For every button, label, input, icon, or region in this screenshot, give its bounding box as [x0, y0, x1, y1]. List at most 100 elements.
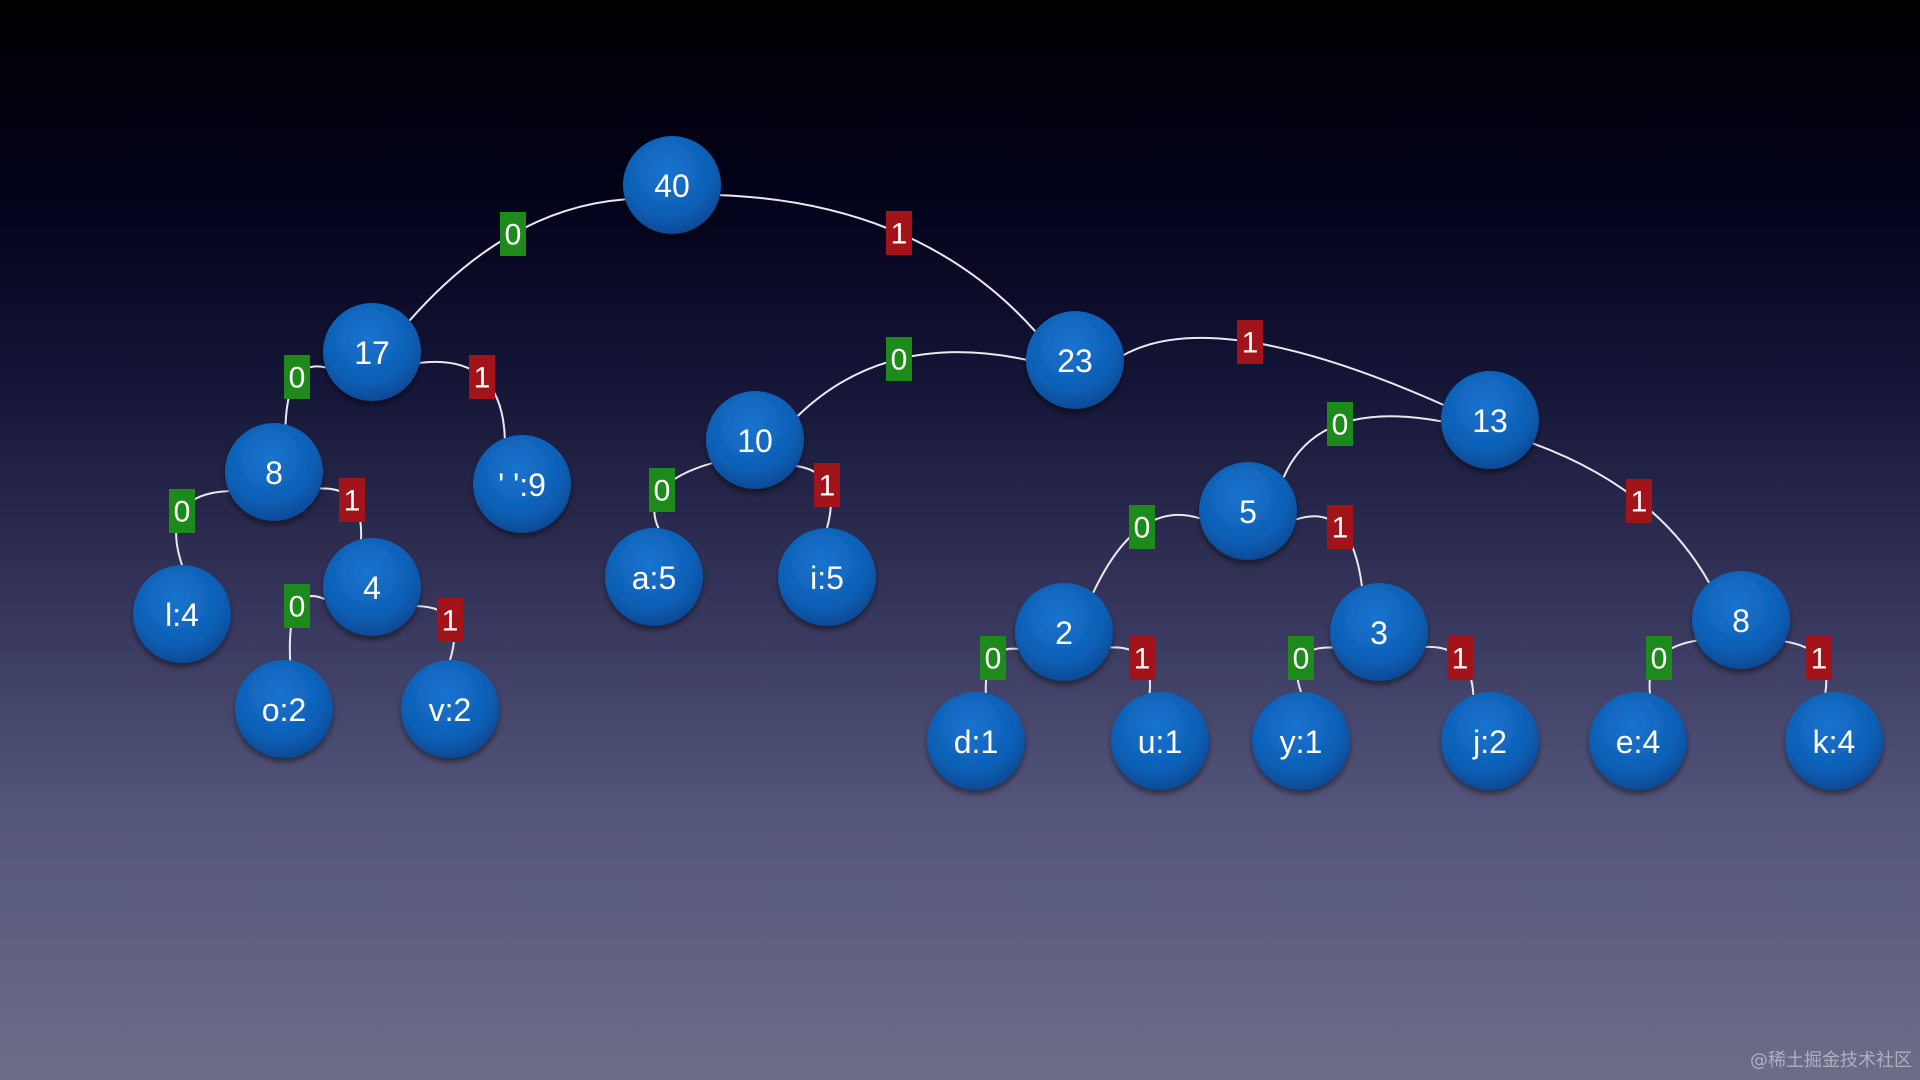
bit-text-n3-nj: 1: [1452, 643, 1469, 676]
node-label-n8a: 8: [265, 455, 283, 491]
node-label-n13: 13: [1472, 403, 1508, 439]
bit-text-n23-n10: 0: [891, 344, 908, 377]
node-circle-ne: [1589, 692, 1687, 790]
tree-node-n4: 4: [323, 538, 421, 636]
bit-label-n3-nj: 1: [1447, 636, 1473, 680]
node-circle-n10: [706, 391, 804, 489]
bit-label-n40-n23: 1: [886, 211, 912, 255]
node-circle-nj: [1441, 692, 1539, 790]
tree-node-nl: l:4: [133, 565, 231, 663]
edges-layer: [175, 194, 1828, 695]
tree-node-ni: i:5: [778, 528, 876, 626]
bit-label-n2-nd: 0: [980, 636, 1006, 680]
tree-node-no: o:2: [235, 660, 333, 758]
bit-label-n17-nsp: 1: [469, 355, 495, 399]
bit-text-n17-n8a: 0: [289, 362, 306, 395]
node-label-nsp: ' ':9: [498, 467, 546, 503]
bit-label-n5-n3: 1: [1327, 505, 1353, 549]
bit-box-n40-n23: [886, 211, 912, 255]
bit-label-n8a-n4: 1: [339, 478, 365, 522]
bit-box-n8b-ne: [1646, 636, 1672, 680]
bit-label-n23-n13: 1: [1237, 320, 1263, 364]
bit-text-n5-n3: 1: [1332, 512, 1349, 545]
tree-node-ne: e:4: [1589, 692, 1687, 790]
node-label-n40: 40: [654, 168, 690, 204]
node-label-ny: y:1: [1280, 724, 1323, 760]
node-circle-n4: [323, 538, 421, 636]
bit-text-n8b-ne: 0: [1651, 643, 1668, 676]
tree-node-n3: 3: [1330, 583, 1428, 681]
node-circle-n3: [1330, 583, 1428, 681]
node-label-n8b: 8: [1732, 603, 1750, 639]
node-label-nv: v:2: [429, 692, 472, 728]
bit-text-n23-n13: 1: [1242, 327, 1259, 360]
node-label-n23: 23: [1057, 343, 1093, 379]
node-circle-ny: [1252, 692, 1350, 790]
bit-text-n2-nu: 1: [1134, 643, 1151, 676]
node-circle-n17: [323, 303, 421, 401]
bit-text-n40-n23: 1: [891, 218, 908, 251]
bit-label-n8b-nk: 1: [1806, 636, 1832, 680]
bit-label-n10-na: 0: [649, 468, 675, 512]
node-label-nl: l:4: [165, 597, 199, 633]
node-circle-nsp: [473, 435, 571, 533]
node-circle-no: [235, 660, 333, 758]
bit-box-n5-n2: [1129, 505, 1155, 549]
node-circle-nk: [1785, 692, 1883, 790]
node-circle-ni: [778, 528, 876, 626]
node-label-na: a:5: [632, 560, 676, 596]
tree-node-ny: y:1: [1252, 692, 1350, 790]
node-circle-n40: [623, 136, 721, 234]
bit-label-n4-no: 0: [284, 584, 310, 628]
watermark: @稀土掘金技术社区: [1750, 1050, 1912, 1071]
bit-text-n4-no: 0: [289, 591, 306, 624]
bit-label-n8a-nl: 0: [169, 489, 195, 533]
bit-box-n23-n10: [886, 337, 912, 381]
bit-box-n8b-nk: [1806, 636, 1832, 680]
tree-node-nk: k:4: [1785, 692, 1883, 790]
bit-box-n4-no: [284, 584, 310, 628]
bit-text-n40-n17: 0: [505, 219, 522, 252]
bit-label-n13-n5: 0: [1327, 402, 1353, 446]
node-label-nj: j:2: [1472, 724, 1507, 760]
node-label-n2: 2: [1055, 615, 1073, 651]
bit-text-n3-ny: 0: [1293, 643, 1310, 676]
node-circle-n8b: [1692, 571, 1790, 669]
bit-box-n3-nj: [1447, 636, 1473, 680]
bit-text-n4-nv: 1: [442, 605, 459, 638]
node-circle-nu: [1111, 692, 1209, 790]
bit-box-n13-n5: [1327, 402, 1353, 446]
tree-node-n40: 40: [623, 136, 721, 234]
bit-box-n17-n8a: [284, 355, 310, 399]
node-label-n17: 17: [354, 335, 390, 371]
tree-node-nj: j:2: [1441, 692, 1539, 790]
node-label-n10: 10: [737, 423, 773, 459]
bit-label-n23-n10: 0: [886, 337, 912, 381]
tree-node-nd: d:1: [927, 692, 1025, 790]
node-circle-n8a: [225, 423, 323, 521]
bit-text-n17-nsp: 1: [474, 362, 491, 395]
bit-text-n8b-nk: 1: [1811, 643, 1828, 676]
bit-text-n5-n2: 0: [1134, 512, 1151, 545]
bit-text-n10-ni: 1: [819, 470, 836, 503]
edge-n40-n23: [719, 194, 1037, 332]
bit-box-n2-nd: [980, 636, 1006, 680]
tree-node-n5: 5: [1199, 462, 1297, 560]
node-label-n3: 3: [1370, 615, 1388, 651]
tree-node-n13: 13: [1441, 371, 1539, 469]
node-label-nu: u:1: [1138, 724, 1182, 760]
tree-node-nsp: ' ':9: [473, 435, 571, 533]
bit-label-n4-nv: 1: [437, 598, 463, 642]
node-label-ni: i:5: [810, 560, 844, 596]
bit-label-n40-n17: 0: [500, 212, 526, 256]
tree-node-n8b: 8: [1692, 571, 1790, 669]
bit-box-n4-nv: [437, 598, 463, 642]
bit-text-n10-na: 0: [654, 475, 671, 508]
bit-box-n40-n17: [500, 212, 526, 256]
edge-n13-n5: [1282, 415, 1442, 478]
node-circle-n13: [1441, 371, 1539, 469]
bit-box-n8a-n4: [339, 478, 365, 522]
